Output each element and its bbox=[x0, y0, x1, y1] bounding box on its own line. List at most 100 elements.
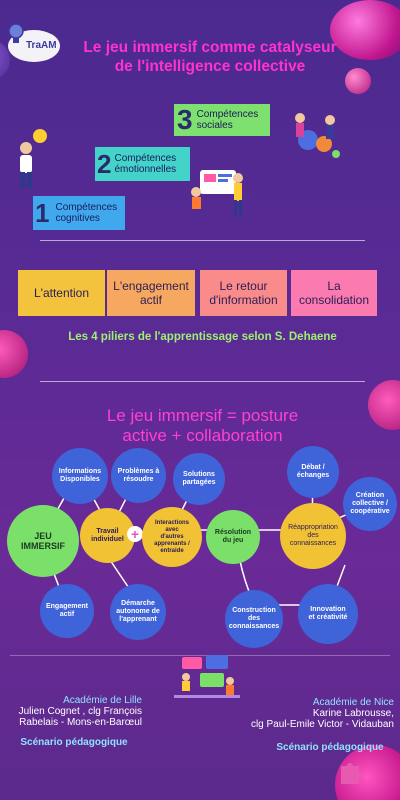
pillar-attention: L'attention bbox=[18, 270, 105, 316]
footer-left: Académie de Lille Julien Cognet , clg Fr… bbox=[0, 695, 142, 728]
logo-text: TraAM bbox=[26, 40, 57, 51]
competence-2-number: 2 bbox=[97, 148, 112, 179]
section-divider-3 bbox=[10, 655, 390, 656]
pillar-retour: Le retour d'information bbox=[200, 270, 287, 316]
node-jeu-line-1: JEU bbox=[34, 531, 52, 541]
pillar-retour-line-2: d'information bbox=[209, 293, 278, 307]
pillar-retour-line-1: Le retour bbox=[219, 279, 268, 293]
node-reappropriation-line-2: connaissances bbox=[289, 540, 337, 547]
section-divider-1 bbox=[40, 240, 365, 241]
node-travail-line-2: individuel bbox=[91, 535, 124, 543]
node-interactions-line-4: apprenants / bbox=[154, 540, 190, 547]
footer-right-academie: Académie de Nice bbox=[312, 697, 394, 708]
decorative-orb-top-right bbox=[330, 0, 400, 60]
person-idea-illustration bbox=[14, 128, 50, 197]
node-construction-line-3: connaissances bbox=[228, 623, 280, 630]
pillar-engagement: L'engagement actif bbox=[107, 270, 195, 316]
node-creation-line-1: Création bbox=[355, 492, 385, 499]
competence-3-label-2: sociales bbox=[196, 120, 233, 131]
competence-2: 2 Compétences émotionnelles bbox=[95, 147, 190, 181]
node-informations-line-2: Disponibles bbox=[60, 476, 100, 483]
node-travail-line-1: Travail bbox=[96, 527, 119, 535]
footer-right-line-1: Karine Labrousse, bbox=[312, 708, 394, 719]
node-engagement-line-2: actif bbox=[59, 611, 75, 618]
pillar-consolidation: La consolidation bbox=[291, 270, 377, 316]
node-innovation-line-1: Innovation bbox=[310, 606, 346, 613]
pillars-caption: Les 4 piliers de l'apprentissage selon S… bbox=[68, 331, 337, 343]
plus-icon: + bbox=[127, 526, 143, 542]
node-interactions-line-1: Interactions bbox=[154, 519, 189, 526]
node-construction-line-2: des bbox=[247, 615, 261, 622]
subtitle-line-1: Le jeu immersif = posture bbox=[106, 406, 299, 425]
title-line-2: de l'intelligence collective bbox=[114, 58, 306, 75]
competence-1-label-2: cognitives bbox=[55, 213, 100, 224]
node-demarche-line-2: autonome de bbox=[116, 608, 160, 615]
pillar-consolidation-line-1: La bbox=[327, 279, 341, 293]
page-title: Le jeu immersif comme catalyseur de l'in… bbox=[40, 38, 380, 76]
team-board-illustration bbox=[190, 162, 252, 229]
scenario-link-right[interactable]: Scénario pédagogique bbox=[276, 742, 384, 753]
puzzle-icon bbox=[337, 760, 363, 791]
node-interactions-line-5: entraide bbox=[160, 547, 184, 554]
node-innovation-line-2: et créativité bbox=[308, 614, 348, 621]
node-engagement-line-1: Engagement bbox=[45, 603, 88, 610]
node-debat-echanges: Débat /échanges bbox=[287, 446, 339, 498]
footer-right: Académie de Nice Karine Labrousse, clg P… bbox=[238, 697, 394, 730]
node-demarche-line-1: Démarche bbox=[121, 600, 155, 607]
scenario-link-left[interactable]: Scénario pédagogique bbox=[20, 737, 128, 748]
competence-2-label-1: Compétences bbox=[114, 153, 177, 164]
node-construction-line-1: Construction bbox=[232, 607, 276, 614]
node-solutions-line-1: Solutions bbox=[183, 471, 215, 478]
decorative-orb-left bbox=[0, 40, 10, 80]
people-gears-illustration bbox=[286, 110, 342, 165]
competence-2-label-2: émotionnelles bbox=[114, 164, 177, 175]
node-debat-line-1: Débat / bbox=[301, 464, 325, 471]
decorative-orb-small bbox=[345, 68, 371, 94]
footer-left-academie: Académie de Lille bbox=[63, 695, 142, 706]
media-people-illustration bbox=[172, 653, 242, 706]
node-demarche-line-3: l'apprenant bbox=[119, 616, 157, 623]
node-creation-line-3: coopérative bbox=[350, 508, 390, 515]
title-line-1: Le jeu immersif comme catalyseur bbox=[83, 39, 337, 56]
competence-1: 1 Compétences cognitives bbox=[33, 196, 125, 230]
node-informations-line-1: Informations bbox=[58, 468, 102, 475]
node-interactions-line-3: d'autres bbox=[160, 533, 184, 540]
node-problemes-line-2: résoudre bbox=[123, 475, 154, 483]
footer-left-line-2: Rabelais - Mons-en-Barœul bbox=[19, 717, 142, 728]
competence-3-number: 3 bbox=[177, 104, 193, 135]
lightbulb-icon bbox=[6, 22, 26, 53]
node-reappropriation-line-1: Réappropriation des bbox=[288, 524, 338, 539]
pillar-engagement-line-2: actif bbox=[139, 293, 162, 307]
node-interactions-line-2: avec bbox=[165, 526, 179, 533]
section-subtitle: Le jeu immersif = posture active + colla… bbox=[40, 406, 365, 446]
competence-3-label-1: Compétences bbox=[196, 109, 259, 120]
section-divider-2 bbox=[40, 381, 365, 382]
node-creation-line-2: collective / bbox=[352, 500, 388, 507]
footer-right-line-2: clg Paul-Emile Victor - Vidauban bbox=[250, 719, 394, 730]
competence-1-number: 1 bbox=[35, 197, 50, 228]
node-resolution-line-1: Résolution bbox=[214, 529, 252, 536]
subtitle-line-2: active + collaboration bbox=[122, 426, 283, 445]
pillar-consolidation-line-2: consolidation bbox=[298, 293, 370, 307]
pillar-attention-line-1: L'attention bbox=[33, 286, 89, 300]
node-problemes-line-1: Problèmes à bbox=[117, 467, 160, 475]
competence-3: 3 Compétences sociales bbox=[174, 104, 270, 136]
node-resolution-line-2: du jeu bbox=[222, 537, 244, 544]
node-jeu-line-2: IMMERSIF bbox=[21, 541, 65, 551]
footer-left-line-1: Julien Cognet , clg François bbox=[18, 706, 142, 717]
pillar-engagement-line-1: L'engagement bbox=[113, 279, 189, 293]
